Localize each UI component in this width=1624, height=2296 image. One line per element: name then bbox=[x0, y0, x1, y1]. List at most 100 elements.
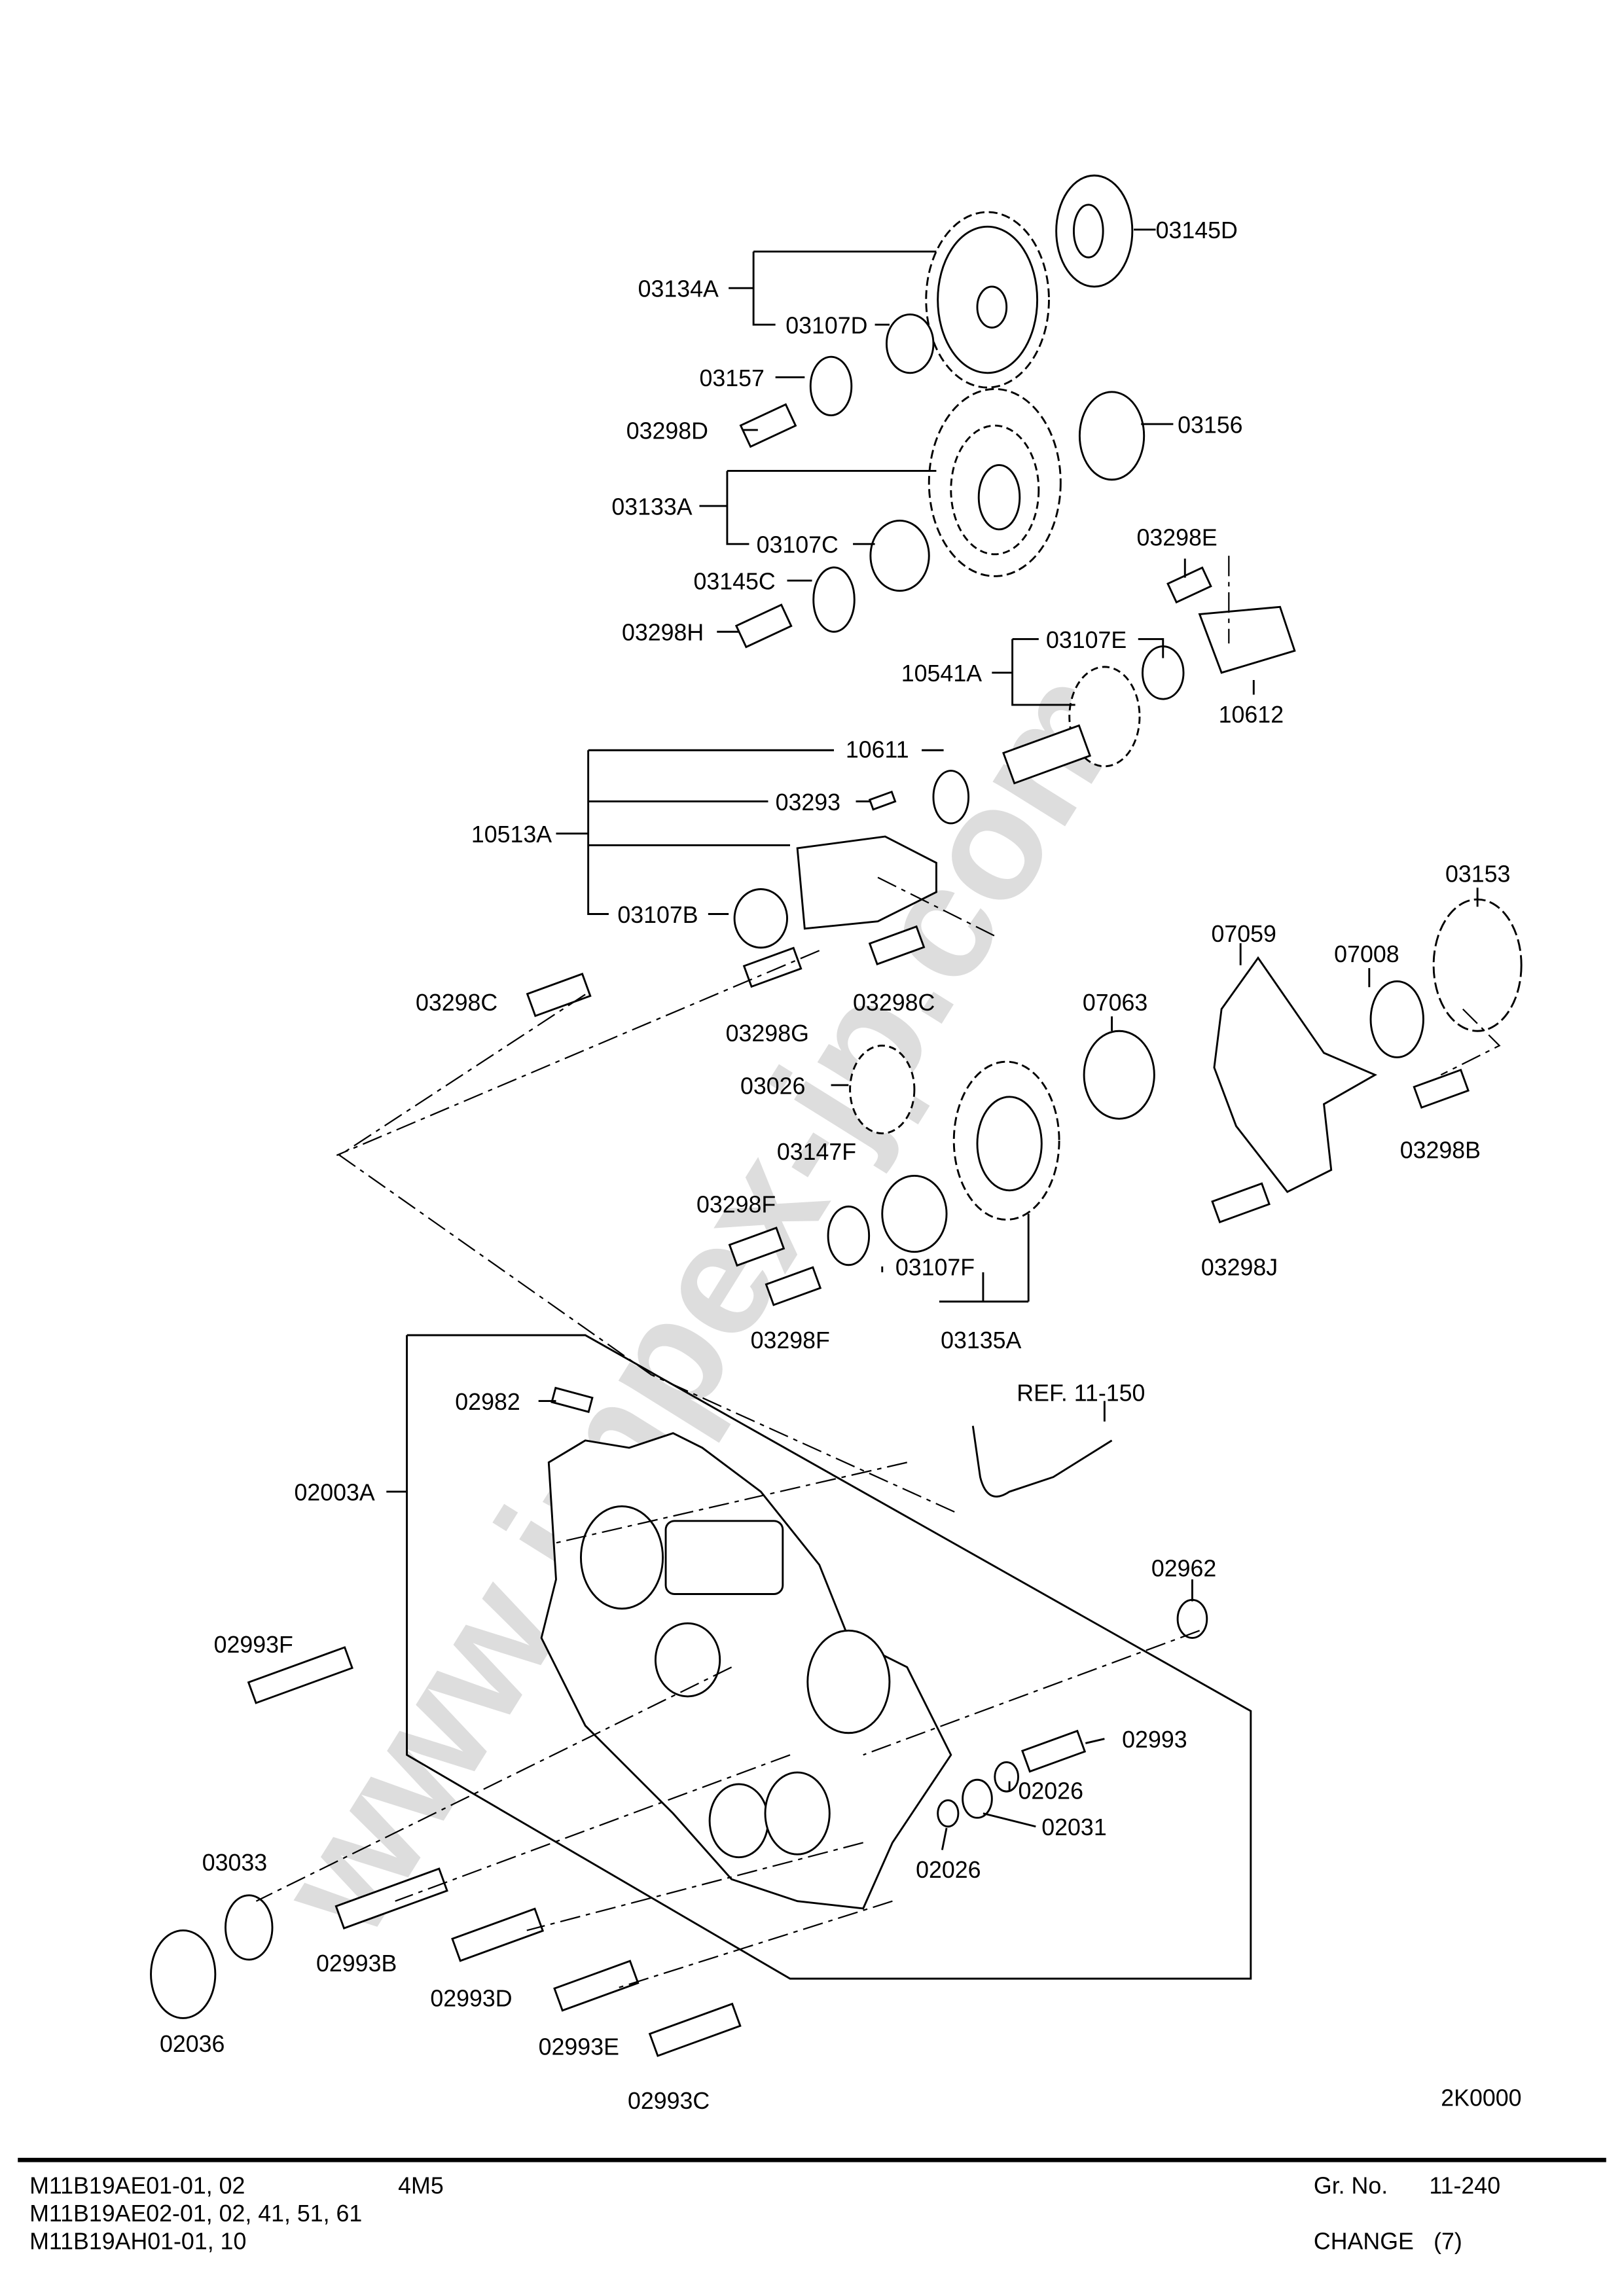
part-label: 10612 bbox=[1219, 702, 1284, 728]
bolt-03298F-lower bbox=[765, 1266, 822, 1306]
seal-10611 bbox=[932, 770, 970, 825]
model-line-3: M11B19AH01-01, 10 bbox=[29, 2228, 246, 2254]
part-label: 03147F bbox=[777, 1139, 856, 1165]
bushing-03107C bbox=[869, 519, 930, 592]
change-label: CHANGE bbox=[1314, 2228, 1414, 2254]
bolt-03298C-left bbox=[526, 973, 592, 1018]
bushing-03107B bbox=[733, 888, 788, 949]
plate-03145C bbox=[812, 566, 856, 633]
part-label: 10541A bbox=[901, 660, 982, 687]
part-label: 03298C bbox=[416, 990, 497, 1016]
part-label: 03298E bbox=[1137, 524, 1218, 550]
model-line-1: M11B19AE01-01, 02 bbox=[29, 2173, 245, 2199]
part-label: 02036 bbox=[160, 2031, 225, 2057]
bolt-02993F bbox=[247, 1646, 353, 1704]
pin-03293 bbox=[868, 790, 897, 811]
part-label: 03298B bbox=[1400, 1138, 1481, 1164]
bolt-03298E bbox=[1166, 566, 1212, 604]
part-label: 03298C bbox=[853, 990, 935, 1016]
part-label: 03298H bbox=[622, 620, 704, 646]
part-label: 03107D bbox=[785, 312, 867, 338]
group-number-value: 11-240 bbox=[1429, 2173, 1500, 2199]
part-label: 02993 bbox=[1122, 1727, 1187, 1753]
part-label: 03145D bbox=[1156, 217, 1238, 243]
part-label: 03107B bbox=[617, 902, 698, 928]
part-label: 03134A bbox=[638, 276, 719, 302]
pin-02982 bbox=[550, 1386, 594, 1413]
part-label: 07063 bbox=[1083, 990, 1147, 1016]
part-label: 03156 bbox=[1178, 412, 1242, 438]
bolt-03298D bbox=[739, 403, 797, 448]
part-label: 03293 bbox=[776, 789, 840, 816]
bushing-03107D bbox=[886, 313, 935, 374]
part-label: 03298J bbox=[1201, 1254, 1278, 1280]
part-label: 02993B bbox=[316, 1950, 397, 1977]
part-label: 10611 bbox=[846, 736, 909, 762]
washer-02026-a bbox=[994, 1761, 1020, 1793]
seal-07008 bbox=[1369, 980, 1424, 1058]
part-label: 02993E bbox=[539, 2034, 619, 2060]
bolt-02993B bbox=[334, 1867, 448, 1929]
part-drawings bbox=[150, 174, 1523, 2057]
housing-10513A bbox=[796, 835, 937, 930]
engine-code: 4M5 bbox=[398, 2173, 444, 2199]
hub-07063 bbox=[1083, 1030, 1155, 1120]
part-label: 02026 bbox=[1019, 1778, 1083, 1804]
part-label: 02982 bbox=[455, 1389, 520, 1415]
part-label: REF. 11-150 bbox=[1017, 1380, 1145, 1407]
part-label: 03033 bbox=[202, 1850, 267, 1876]
part-label: 03133A bbox=[611, 494, 692, 520]
part-label: 03298F bbox=[696, 1191, 776, 1217]
part-label: 03107C bbox=[757, 532, 839, 558]
part-label: 02003A bbox=[295, 1479, 375, 1505]
oring-02962 bbox=[1176, 1598, 1208, 1639]
gear-10541A bbox=[1068, 666, 1141, 768]
bolt-02993E bbox=[553, 1960, 640, 2012]
bolt-02993D bbox=[451, 1907, 545, 1962]
seal-02036 bbox=[150, 1929, 217, 2019]
part-label: 07008 bbox=[1334, 941, 1399, 967]
callout-labels: 03145D 03134A 03107D 03157 03298D 03156 03133A… bbox=[160, 217, 1510, 2114]
cover-07059 bbox=[1213, 956, 1377, 1193]
part-label: 03153 bbox=[1445, 861, 1510, 887]
bolt-03298F-upper bbox=[728, 1227, 785, 1267]
part-label: 03298D bbox=[626, 418, 708, 444]
hose-ref-11-150 bbox=[971, 1426, 1113, 1498]
part-label: 03298G bbox=[726, 1020, 809, 1047]
part-label: 03026 bbox=[740, 1073, 805, 1099]
bolt-02993 bbox=[1020, 1729, 1087, 1773]
part-label: 03107E bbox=[1046, 627, 1127, 653]
bolt-03298J bbox=[1211, 1182, 1271, 1224]
part-label: 07059 bbox=[1211, 921, 1276, 947]
part-label: 02993F bbox=[214, 1632, 293, 1658]
alignment-lines bbox=[255, 556, 1501, 1990]
part-label: 02993C bbox=[628, 2088, 710, 2114]
bolt-03298G bbox=[742, 946, 803, 988]
part-label: 03157 bbox=[699, 365, 764, 391]
part-label: 02962 bbox=[1151, 1556, 1216, 1582]
plate-03153 bbox=[1432, 898, 1523, 1032]
part-label: 03298F bbox=[751, 1327, 830, 1354]
banjo-02031 bbox=[962, 1778, 993, 1819]
part-label: 03135A bbox=[941, 1327, 1021, 1354]
group-number-label: Gr. No. bbox=[1314, 2173, 1388, 2199]
part-label: 02026 bbox=[916, 1857, 981, 1883]
part-label: 10513A bbox=[471, 821, 552, 848]
bolt-03298H bbox=[734, 603, 793, 649]
plate-03147F bbox=[827, 1205, 871, 1266]
part-label: 03145C bbox=[694, 568, 776, 594]
part-label: 02031 bbox=[1041, 1814, 1106, 1840]
shaft-03156 bbox=[1078, 391, 1146, 481]
shaft-03157 bbox=[809, 355, 853, 417]
bolt-02993C bbox=[648, 2002, 742, 2057]
change-value: (7) bbox=[1434, 2228, 1462, 2254]
gear-03026 bbox=[849, 1045, 916, 1135]
bolt-03298B bbox=[1413, 1068, 1470, 1109]
seal-03033 bbox=[225, 1894, 274, 1961]
bushing-03107F bbox=[881, 1175, 948, 1253]
leader-lines bbox=[386, 228, 1479, 1980]
drawing-code: 2K0000 bbox=[1441, 2085, 1521, 2111]
bracket-10612 bbox=[1198, 605, 1296, 674]
model-line-2: M11B19AE02-01, 02, 41, 51, 61 bbox=[29, 2200, 362, 2227]
bolt-03298C-right bbox=[868, 925, 926, 966]
